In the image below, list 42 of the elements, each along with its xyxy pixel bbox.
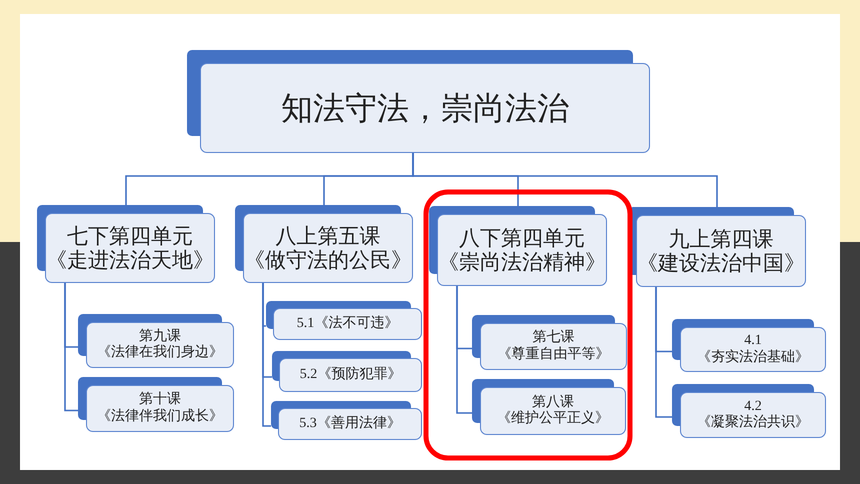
connector-line (655, 287, 672, 418)
box-text: 《做守法的公民》 (244, 248, 412, 272)
box-text: 5.2《预防犯罪》 (300, 366, 402, 384)
box-heading: 第八课 (532, 394, 574, 410)
unit-box (37, 205, 215, 283)
box-heading: 九上第四课 (668, 226, 774, 251)
lesson-box (272, 351, 422, 392)
box-heading: 八上第五课 (276, 224, 380, 248)
box-text: 《走进法治天地》 (46, 248, 214, 272)
box-text: 《夯实法治基础》 (697, 350, 809, 366)
lesson-box (672, 384, 826, 438)
box-text: 5.1《法不可违》 (296, 316, 398, 332)
box-heading: 第十课 (139, 392, 181, 408)
box-heading: 4.2 (744, 398, 762, 414)
lesson-box (78, 377, 234, 432)
lesson-box (78, 314, 234, 368)
connector-line (64, 283, 78, 412)
box-heading: 七下第四单元 (67, 224, 193, 248)
lesson-box (672, 319, 826, 372)
box-heading: 第九课 (139, 328, 181, 344)
box-text: 《法律伴我们成长》 (97, 408, 223, 425)
box-text: 《法律在我们身边》 (97, 345, 223, 362)
box-text: 《维护公平正义》 (497, 411, 609, 428)
lesson-box (472, 379, 626, 435)
box-text: 5.3《善用法律》 (299, 416, 401, 432)
box-text: 《凝聚法治共识》 (697, 415, 809, 432)
lesson-box (271, 401, 422, 440)
box-text: 《崇尚法治精神》 (438, 250, 606, 274)
box-heading: 第七课 (532, 330, 574, 346)
box-heading: 八下第四单元 (459, 226, 585, 250)
title-box (187, 50, 650, 153)
lesson-box (266, 301, 422, 340)
connector-line (412, 153, 718, 207)
title-text: 知法守法，崇尚法治 (281, 90, 569, 126)
box-heading: 4.1 (744, 333, 762, 350)
connector-line (262, 283, 271, 427)
box-text: 《建设法治中国》 (637, 251, 805, 276)
unit-box (235, 205, 413, 283)
box-text: 《尊重自由平等》 (498, 346, 610, 363)
unit-box (429, 206, 607, 286)
connector-line (456, 286, 472, 414)
lesson-box (472, 315, 627, 370)
